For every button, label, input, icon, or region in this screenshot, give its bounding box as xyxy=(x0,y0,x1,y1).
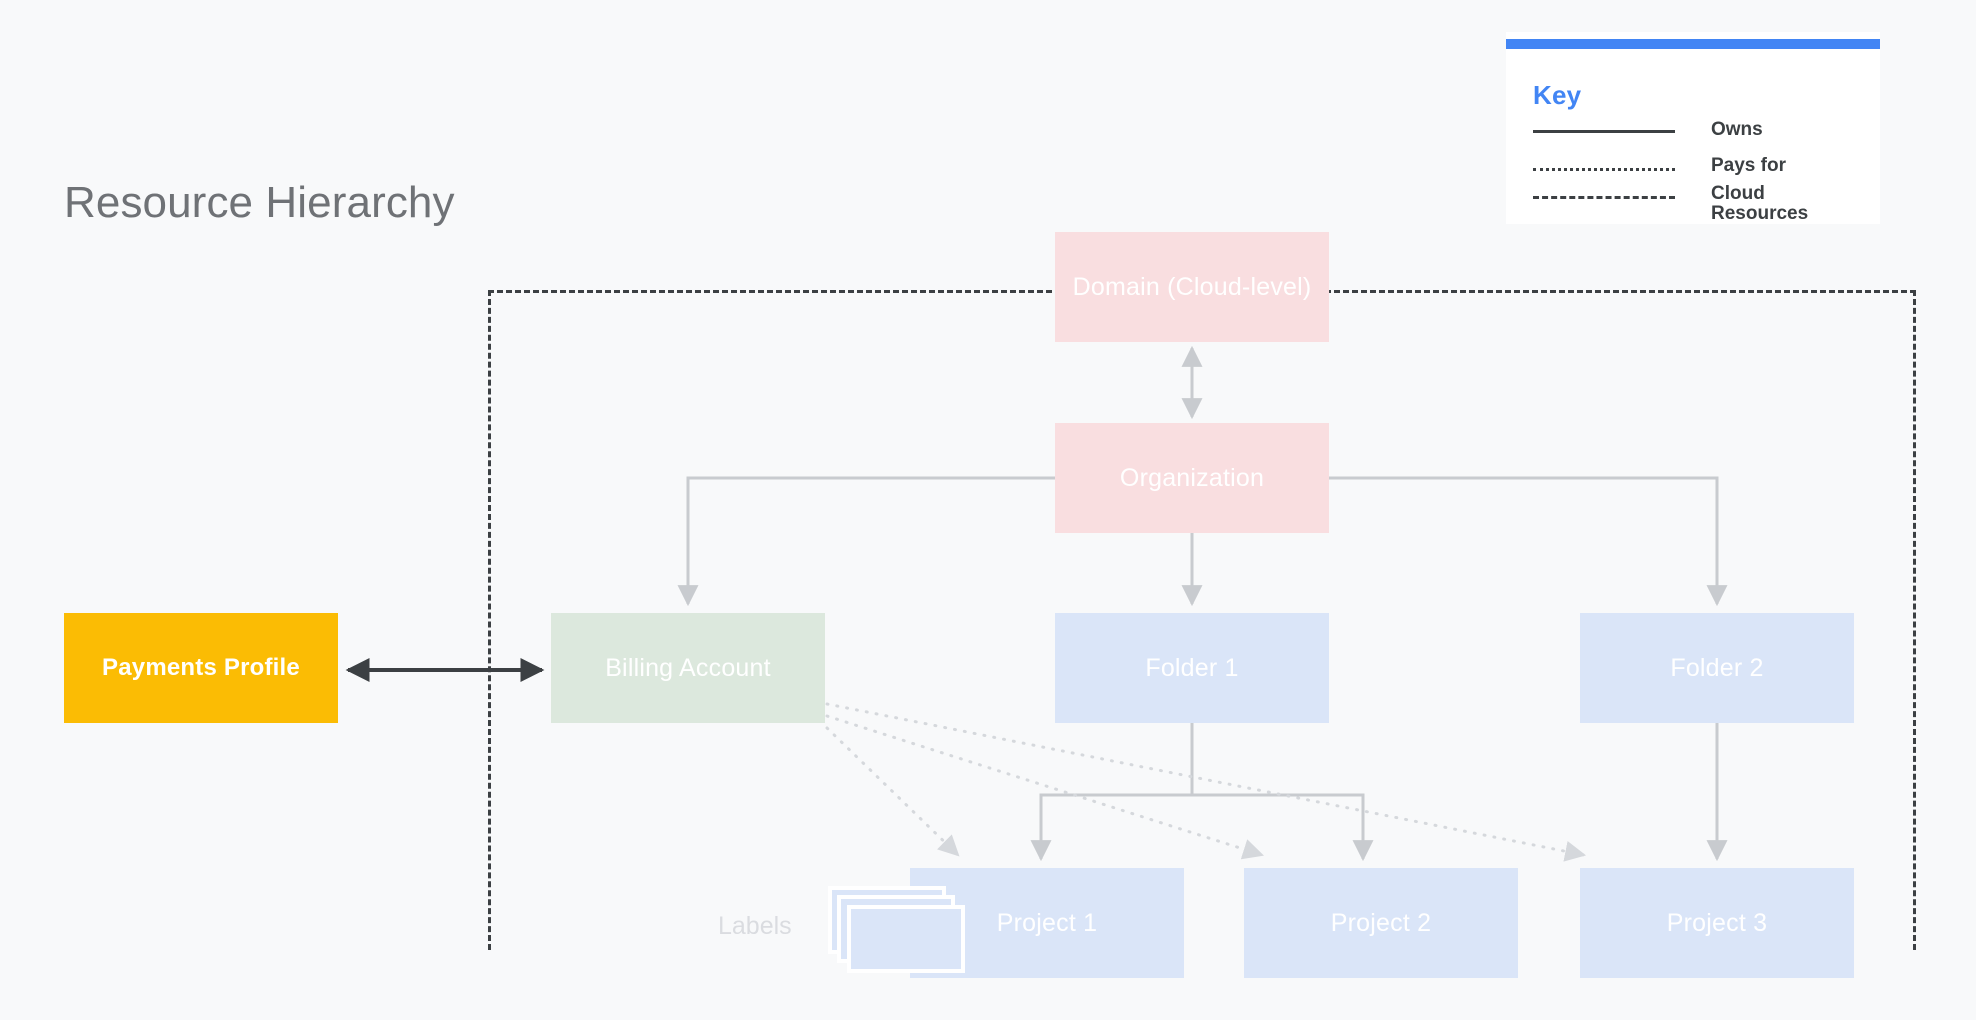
key-row-pays-for: Pays for xyxy=(1533,150,1863,186)
cloud-resources-line-swatch xyxy=(1533,196,1675,199)
labels-stack-icon xyxy=(828,886,968,978)
key-title: Key xyxy=(1533,80,1582,110)
node-folder-2[interactable]: Folder 2 xyxy=(1580,613,1854,723)
key-panel: Key Owns Pays for Cloud Resources xyxy=(1506,32,1880,224)
key-label-pays-for: Pays for xyxy=(1711,155,1786,176)
labels-caption: Labels xyxy=(718,912,792,940)
node-payments-profile[interactable]: Payments Profile xyxy=(64,613,338,723)
labels-card-front xyxy=(847,905,965,973)
key-accent-bar xyxy=(1506,39,1880,49)
owns-line-swatch xyxy=(1533,130,1675,133)
key-row-owns: Owns xyxy=(1533,114,1863,150)
node-folder-1[interactable]: Folder 1 xyxy=(1055,613,1329,723)
key-label-cloud-resources: Cloud Resources xyxy=(1711,183,1809,224)
node-domain[interactable]: Domain (Cloud-level) xyxy=(1055,232,1329,342)
node-organization[interactable]: Organization xyxy=(1055,423,1329,533)
page-title: Resource Hierarchy xyxy=(64,178,455,227)
key-label-owns: Owns xyxy=(1711,119,1763,140)
node-project-3[interactable]: Project 3 xyxy=(1580,868,1854,978)
pays-for-line-swatch xyxy=(1533,168,1675,171)
key-row-cloud-resources: Cloud Resources xyxy=(1533,178,1863,223)
node-project-2[interactable]: Project 2 xyxy=(1244,868,1518,978)
node-billing-account[interactable]: Billing Account xyxy=(551,613,825,723)
